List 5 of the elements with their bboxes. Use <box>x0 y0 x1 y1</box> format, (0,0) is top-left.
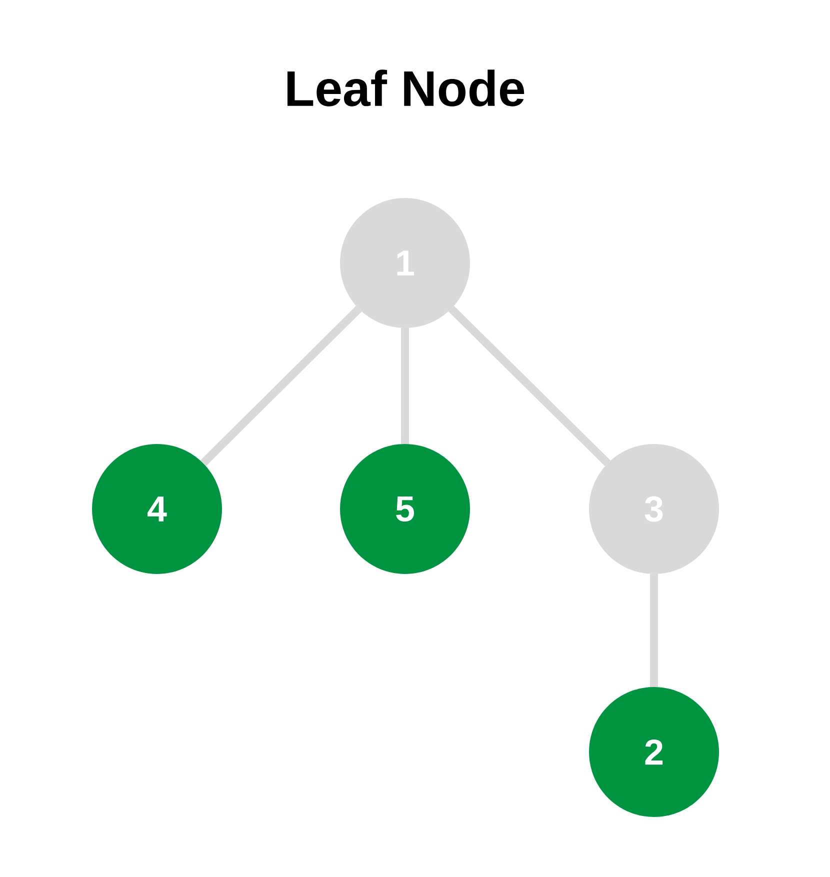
connector-line <box>448 306 611 466</box>
connector-line <box>650 574 658 687</box>
connector-line <box>401 328 409 444</box>
title: Leaf Node <box>288 70 524 106</box>
connector-line <box>200 306 362 466</box>
